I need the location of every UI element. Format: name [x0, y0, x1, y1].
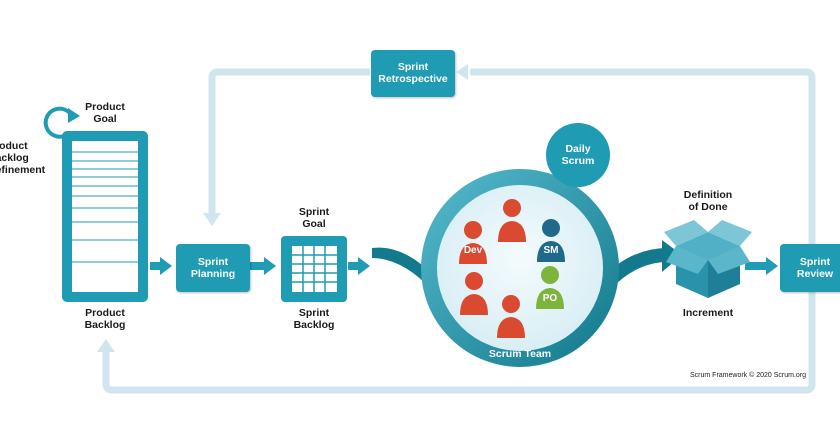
sprint-planning-label: Sprint Planning	[176, 256, 250, 280]
refinement-label: Product Backlog Refinement	[0, 140, 56, 176]
sprint-review-line-2: Review	[796, 268, 834, 280]
sprint-planning-line-1: Sprint	[197, 256, 229, 268]
role-po-label: PO	[542, 293, 558, 304]
backlog-list-icon	[62, 131, 148, 302]
backlog-loop-arrow	[102, 292, 816, 394]
sprint-planning-box[interactable]	[176, 244, 250, 292]
sprint-ring-outline	[421, 169, 619, 367]
person-icon	[460, 272, 488, 315]
person-icon	[537, 219, 565, 262]
sprint-review-label: Sprint Review	[780, 256, 840, 280]
sprint-retrospective-label: Sprint Retrospective	[371, 61, 455, 85]
flow-arrows	[150, 257, 778, 275]
scrum-team-label: Scrum Team	[488, 348, 552, 360]
planning-arrowhead	[203, 213, 221, 226]
daily-scrum-label: Daily Scrum	[546, 143, 610, 167]
product-backlog-line-1: Product	[85, 307, 125, 319]
person-icon	[498, 199, 526, 242]
definition-of-done-label: Definition of Done	[668, 189, 748, 213]
sprint-retrospective-line-1: Sprint	[397, 61, 429, 73]
sprint-review-line-1: Sprint	[799, 256, 831, 268]
person-icon	[497, 295, 525, 338]
sprint-retrospective-box[interactable]	[371, 50, 455, 97]
increment-label: Increment	[682, 307, 734, 319]
refinement-line-2: Backlog	[0, 152, 29, 164]
sprint-goal-line-2: Goal	[302, 218, 326, 230]
sprint-review-box[interactable]	[780, 244, 840, 292]
person-icon	[459, 221, 487, 264]
sprint-backlog-line-2: Backlog	[293, 319, 335, 331]
retrospective-arrowhead	[456, 64, 468, 80]
product-goal-label: Product Goal	[72, 101, 138, 125]
product-goal-line-1: Product	[85, 101, 125, 113]
refinement-line-3: Refinement	[0, 164, 46, 176]
product-backlog-line-2: Backlog	[84, 319, 126, 331]
sprint-backlog-line-1: Sprint	[298, 307, 330, 319]
sprint-goal-label: Sprint Goal	[284, 206, 344, 230]
daily-scrum-line-2: Scrum	[561, 155, 595, 167]
definition-of-done-line-1: Definition	[683, 189, 733, 201]
cycle-arrow-icon	[43, 106, 80, 139]
daily-scrum-circle	[546, 123, 610, 187]
role-sm-label: SM	[543, 245, 559, 256]
sprint-exit-swoosh	[604, 248, 668, 290]
refinement-line-1: Product	[0, 140, 28, 152]
sprint-retrospective-line-2: Retrospective	[378, 73, 448, 85]
definition-of-done-line-2: of Done	[688, 201, 728, 213]
backlog-arrowhead	[97, 339, 115, 352]
product-backlog-label: Product Backlog	[70, 307, 140, 331]
sprint-goal-line-1: Sprint	[298, 206, 330, 218]
sprint-planning-line-2: Planning	[190, 268, 236, 280]
product-goal-line-2: Goal	[93, 113, 117, 125]
sprint-entry-swoosh	[372, 247, 436, 290]
person-icon	[536, 266, 564, 309]
daily-scrum-line-1: Daily	[565, 143, 591, 155]
open-box-icon	[664, 220, 752, 298]
copyright-text: Scrum Framework © 2020 Scrum.org	[690, 372, 807, 379]
retrospective-loop-arrow	[208, 68, 816, 245]
sprint-backlog-label: Sprint Backlog	[280, 307, 348, 331]
sprint-grid-icon	[281, 236, 347, 302]
role-dev-label: Dev	[463, 245, 483, 256]
